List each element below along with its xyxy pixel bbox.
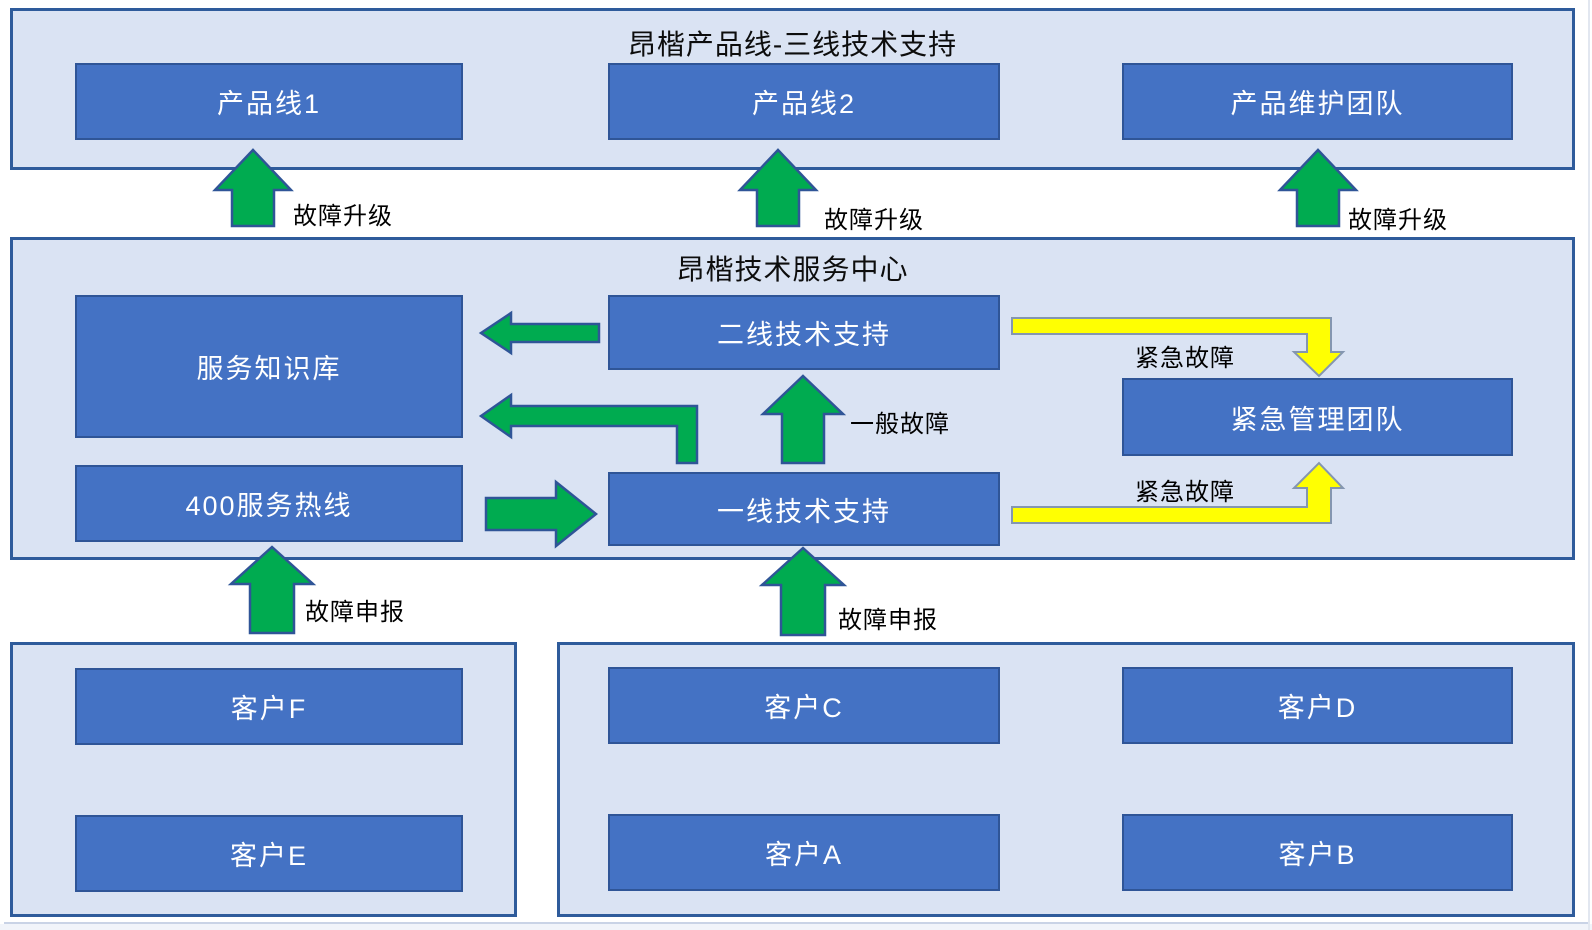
node-customer-e: 客户E (75, 815, 463, 892)
node-first-line-support: 一线技术支持 (608, 472, 1000, 546)
urgent-fault-label-bottom: 紧急故障 (1135, 479, 1235, 506)
node-customer-b: 客户B (1122, 814, 1513, 891)
node-400-hotline: 400服务热线 (75, 465, 463, 542)
slide-bottom-edge-fill (0, 924, 1592, 930)
top-section-title: 昂楷产品线-三线技术支持 (627, 29, 958, 60)
escalation-label-2: 故障升级 (824, 207, 924, 234)
node-customer-c: 客户C (608, 667, 1000, 744)
general-fault-label: 一般故障 (850, 411, 950, 438)
node-customer-a: 客户A (608, 814, 1000, 891)
node-product-line-2: 产品线2 (608, 63, 1000, 140)
node-product-line-1: 产品线1 (75, 63, 463, 140)
escalation-label-3: 故障升级 (1348, 207, 1448, 234)
node-customer-f: 客户F (75, 668, 463, 745)
node-service-knowledge-base: 服务知识库 (75, 295, 463, 438)
report-label-right: 故障申报 (838, 607, 938, 634)
node-emergency-management-team: 紧急管理团队 (1122, 378, 1513, 456)
node-product-maintenance-team: 产品维护团队 (1122, 63, 1513, 140)
slide-bottom-edge-line (4, 922, 1588, 924)
report-arrow-up-right (758, 546, 848, 637)
report-label-left: 故障申报 (305, 599, 405, 626)
node-customer-d: 客户D (1122, 667, 1513, 744)
slide-right-edge-line (1588, 0, 1590, 930)
middle-section-title: 昂楷技术服务中心 (676, 254, 909, 285)
node-second-line-support: 二线技术支持 (608, 295, 1000, 370)
urgent-fault-label-top: 紧急故障 (1135, 345, 1235, 372)
escalation-label-1: 故障升级 (293, 203, 393, 230)
